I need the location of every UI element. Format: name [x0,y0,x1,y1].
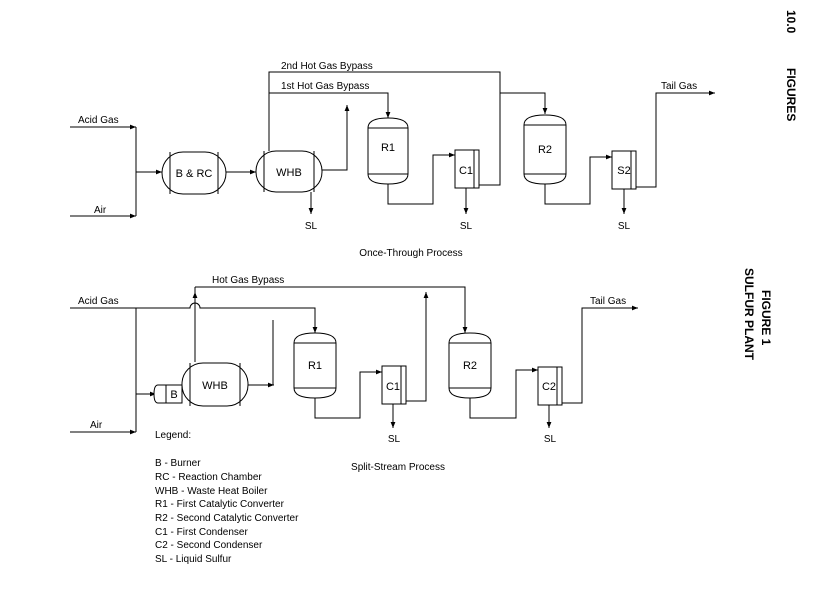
first-hot-gas-bypass [269,92,391,118]
c1-to-bypass [406,292,429,402]
legend-item: SL - Liquid Sulfur [155,554,232,565]
r1-label-1: R1 [381,142,395,154]
r2-to-s2 [544,154,612,205]
reactor-r1-1: R1 [367,117,409,185]
condenser-c1-2: C1 [381,365,407,405]
condenser-c2: C2 [537,366,563,406]
split-stream-caption: Split-Stream Process [351,462,445,473]
c1-to-bypass2 [479,93,501,186]
acid-gas-label-1: Acid Gas [78,115,119,126]
bypass1-label: 1st Hot Gas Bypass [281,81,369,92]
acid-gas-main-line [70,302,318,333]
figure-name: SULFUR PLANT [742,268,756,361]
once-through-process: Acid Gas Air B & RC WHB SL 2nd Hot Gas B… [70,61,715,259]
whb-outlet-1 [322,105,350,171]
waste-heat-boiler-1: WHB [255,150,323,193]
waste-heat-boiler-2: WHB [181,362,249,407]
bypass2-to-r2 [500,92,548,114]
whb-sl-label-1: SL [305,221,318,232]
r1-label-2: R1 [308,360,322,372]
condenser-c1-1: C1 [454,149,480,189]
legend-item: R2 - Second Catalytic Converter [155,513,299,524]
legend-item: R1 - First Catalytic Converter [155,499,285,510]
c1-label-1: C1 [459,165,473,177]
legend-item: RC - Reaction Chamber [155,472,262,483]
acid-gas-label-2: Acid Gas [78,296,119,307]
burner-label: B [170,389,177,401]
tail-gas-line-1 [636,90,715,188]
figure-number: FIGURE 1 [759,290,773,346]
hot-gas-bypass-line [195,286,468,333]
condenser-s2: S2 [611,150,637,190]
whb-label-2: WHB [202,380,228,392]
burner-reaction-chamber: B & RC [161,151,227,195]
tail-gas-label-1: Tail Gas [661,81,697,92]
whb-label-1: WHB [276,167,302,179]
tail-gas-label-2: Tail Gas [590,296,626,307]
legend-item: WHB - Waste Heat Boiler [155,486,268,497]
c1-sl-label-2: SL [388,434,401,445]
legend-item: C1 - First Condenser [155,527,248,538]
s2-sl-label: SL [618,221,631,232]
c1-label-2: C1 [386,381,400,393]
section-number: 10.0 [784,10,798,34]
section-title: FIGURES [784,68,798,121]
split-stream-process: Acid Gas Air Hot Gas Bypass B WHB [70,275,638,473]
whb-outlet-2 [248,320,274,386]
tail-gas-line-2 [562,305,638,404]
bypass2-label: 2nd Hot Gas Bypass [281,61,373,72]
second-hot-gas-bypass [268,71,501,151]
reactor-r2-1: R2 [523,114,567,185]
c2-label: C2 [542,381,556,393]
burner-b: B [153,384,183,404]
r2-label-2: R2 [463,360,477,372]
once-through-caption: Once-Through Process [359,248,462,259]
r1-to-c1-2 [314,369,382,419]
legend: Legend: B - Burner RC - Reaction Chamber… [155,430,299,565]
c2-sl-label: SL [544,434,557,445]
c1-sl-label-1: SL [460,221,473,232]
legend-item: C2 - Second Condenser [155,540,263,551]
s2-label: S2 [617,165,630,177]
legend-item: B - Burner [155,458,201,469]
air-label-1: Air [94,205,107,216]
legend-title: Legend: [155,430,191,441]
air-label-2: Air [90,420,103,431]
hot-gas-bypass-label: Hot Gas Bypass [212,275,284,286]
brc-label: B & RC [176,168,213,180]
r2-to-c2 [469,367,538,419]
r2-label-1: R2 [538,144,552,156]
reactor-r2-2: R2 [448,332,492,399]
r1-to-c1-1 [387,152,455,205]
reactor-r1-2: R1 [293,332,337,399]
side-titles: 10.0 FIGURES FIGURE 1 SULFUR PLANT [742,10,798,361]
